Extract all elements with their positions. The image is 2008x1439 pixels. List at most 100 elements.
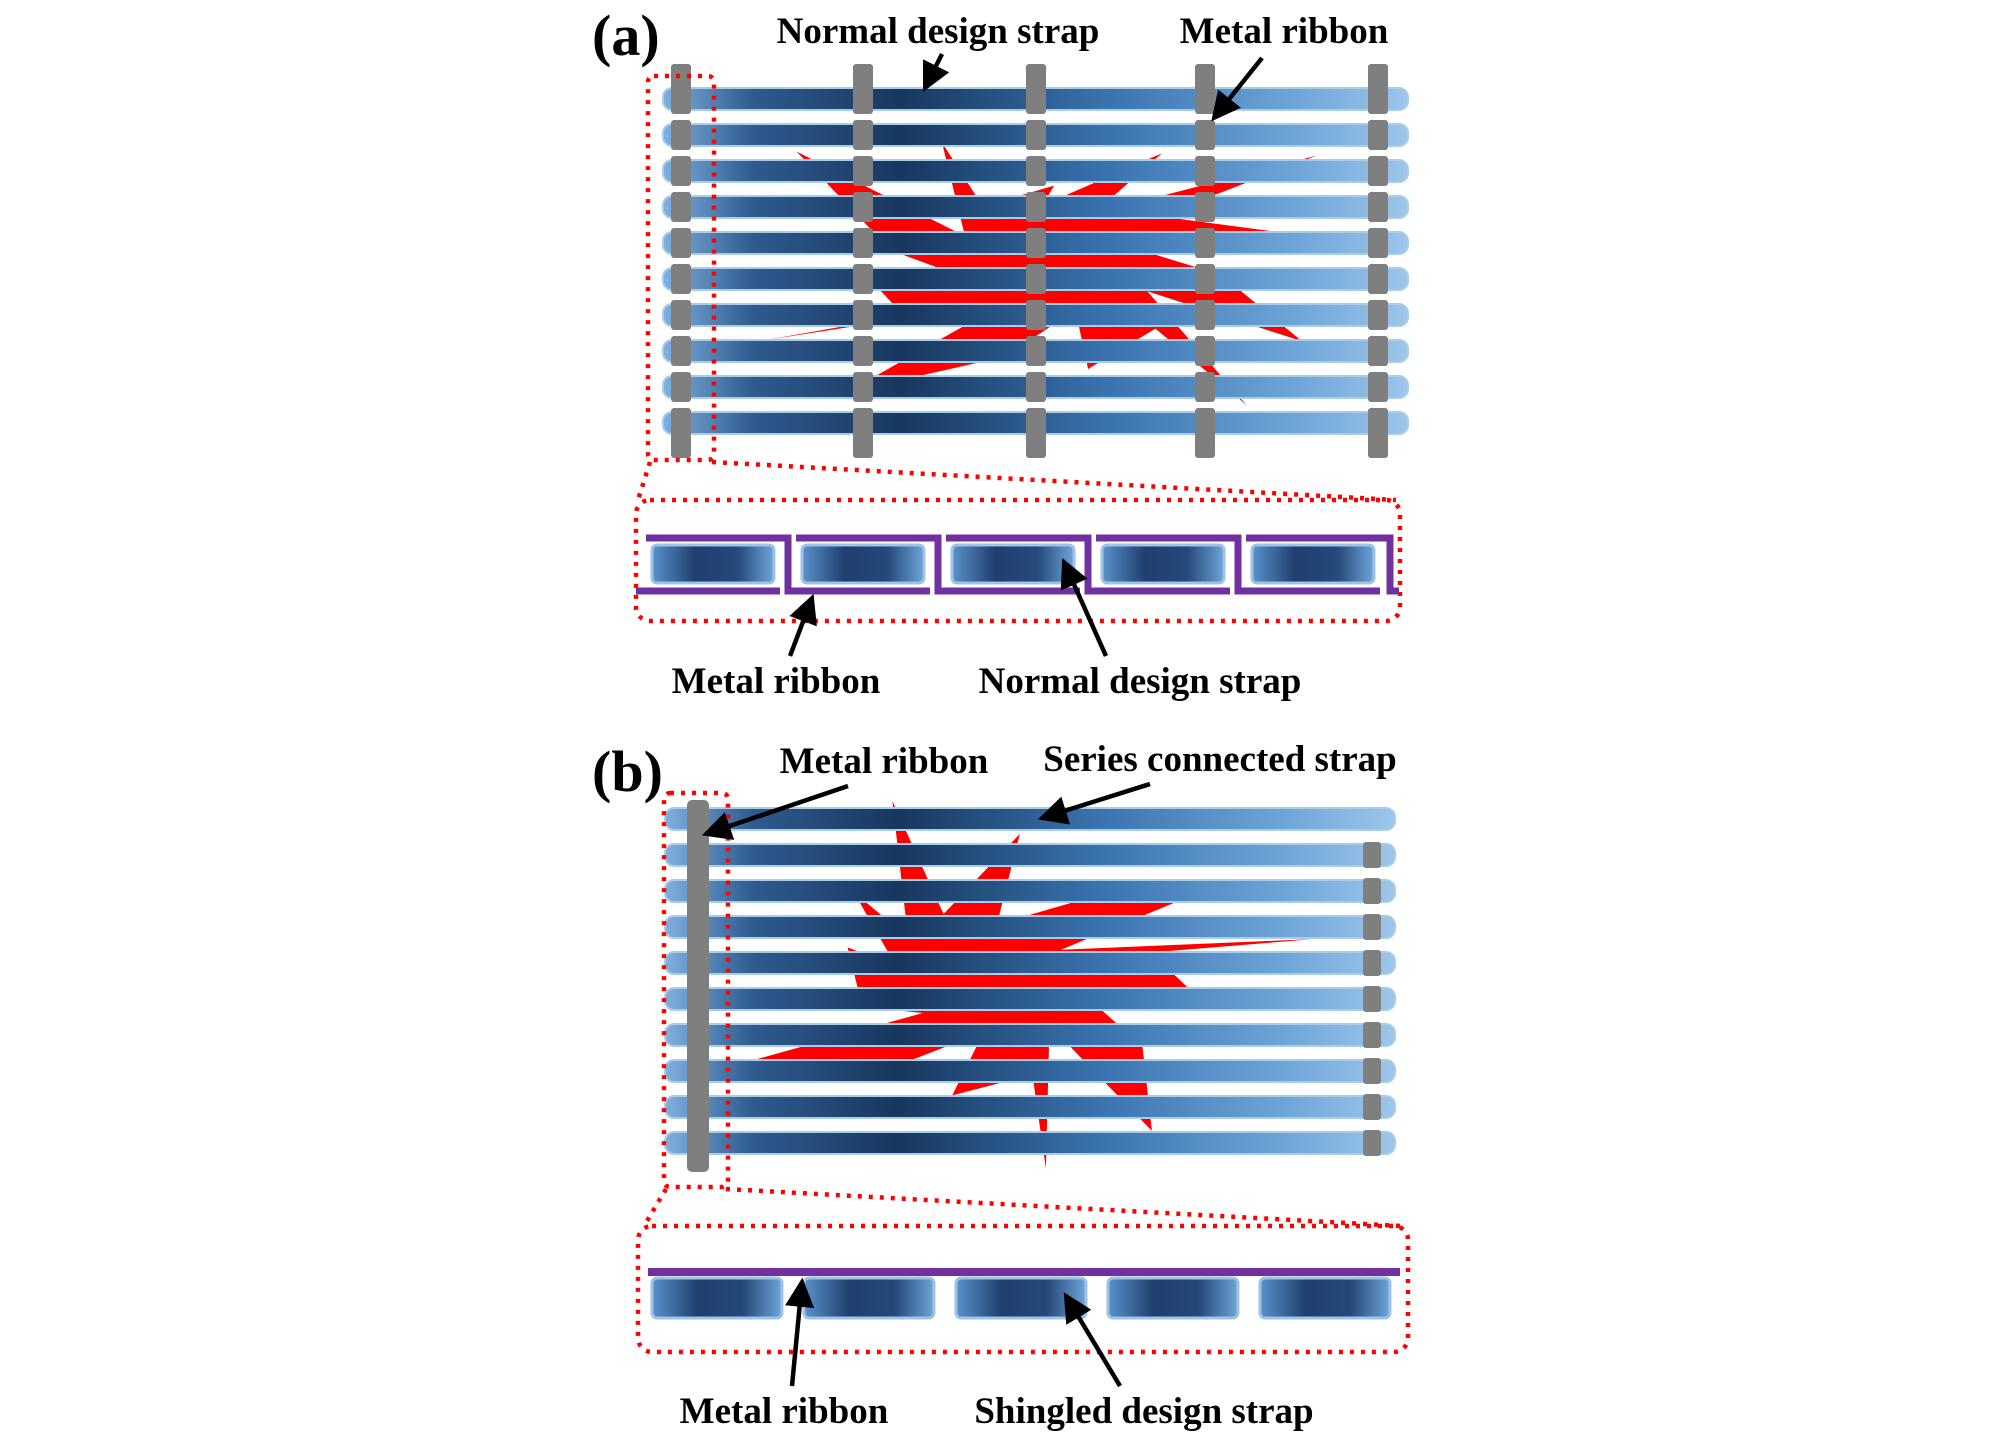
pv-string-strap	[664, 807, 1396, 831]
metal-ribbon-segment	[671, 192, 691, 222]
strap-group-b	[664, 807, 1396, 1155]
callout-rect-a	[645, 73, 717, 463]
arrow-zoom-strap-a	[1060, 557, 1109, 657]
metal-ribbon-segment	[1368, 192, 1388, 222]
panel-a-figure	[633, 52, 1409, 657]
pv-string-strap	[664, 879, 1396, 903]
interconnect-ribbon	[1246, 534, 1399, 595]
interconnect-ribbon	[796, 534, 1080, 595]
arrow-zoom-ribbon-b	[785, 1277, 815, 1387]
metal-ribbon-segment	[1363, 1130, 1381, 1156]
interconnect-ribbon	[946, 534, 1230, 595]
metal-ribbon-segment	[1195, 408, 1215, 458]
metal-ribbon-segment	[1195, 372, 1215, 402]
label-metal-ribbon-b: Metal ribbon	[779, 741, 989, 782]
label-metal-ribbon-a: Metal ribbon	[1179, 11, 1389, 52]
label-series-connected-strap: Series connected strap	[1043, 739, 1397, 780]
metal-ribbon-segment	[1195, 264, 1215, 294]
metal-ribbon-segment	[853, 300, 873, 330]
callout-line	[725, 1186, 1403, 1229]
arrow-metal-ribbon-b	[701, 783, 849, 840]
label-zoom-shingled-strap: Shingled design strap	[974, 1391, 1314, 1432]
solar-cell	[802, 1276, 936, 1320]
metal-ribbon-segment	[1363, 1022, 1381, 1048]
callout-line	[635, 461, 653, 501]
metal-ribbon-segment	[1363, 842, 1381, 868]
metal-ribbon-segment	[1363, 986, 1381, 1012]
metal-ribbon-segment	[671, 336, 691, 366]
solar-cell	[1106, 1276, 1240, 1320]
ribbon-dash-group-b	[1363, 842, 1381, 1156]
metal-ribbon-segment	[1368, 64, 1388, 114]
metal-ribbon-segment	[671, 372, 691, 402]
callout-line	[642, 1187, 668, 1228]
metal-ribbon-segment	[671, 156, 691, 186]
label-normal-design-strap: Normal design strap	[776, 11, 1100, 52]
label-zoom-normal-strap-a: Normal design strap	[978, 661, 1302, 702]
metal-ribbon-segment	[1363, 878, 1381, 904]
metal-ribbon-segment	[671, 264, 691, 294]
metal-ribbon-segment	[853, 192, 873, 222]
label-zoom-metal-ribbon-a: Metal ribbon	[671, 661, 881, 702]
callout-line	[711, 459, 1397, 503]
solar-cell	[650, 1276, 784, 1320]
metal-ribbon-segment	[853, 156, 873, 186]
metal-ribbon-segment	[1026, 336, 1046, 366]
metal-ribbon-segment	[671, 64, 691, 114]
pv-string-strap	[664, 987, 1396, 1011]
interconnect-ribbon	[1096, 534, 1380, 595]
metal-ribbon-segment	[1026, 228, 1046, 258]
metal-ribbon-segment	[1026, 120, 1046, 150]
pv-string-strap	[664, 1095, 1396, 1119]
cell-group-b	[650, 1276, 1392, 1320]
metal-ribbon-segment	[1363, 950, 1381, 976]
metal-ribbon-segment	[1026, 408, 1046, 458]
metal-ribbon-segment	[1368, 264, 1388, 294]
solar-cell	[1250, 543, 1376, 585]
metal-ribbon-segment	[853, 372, 873, 402]
metal-ribbon-segment	[1368, 408, 1388, 458]
pv-string-strap	[664, 1059, 1396, 1083]
metal-ribbon-segment	[1195, 228, 1215, 258]
zoom-box-a	[633, 497, 1403, 624]
solar-cell	[1258, 1276, 1392, 1320]
interconnect-group-a	[636, 534, 1399, 595]
arrow-normal-strap-a	[922, 52, 950, 92]
metal-ribbon-segment	[853, 64, 873, 114]
metal-ribbon-segment	[853, 264, 873, 294]
metal-ribbon-segment	[1368, 228, 1388, 258]
solar-cell	[1100, 543, 1226, 585]
metal-ribbon-segment	[671, 300, 691, 330]
arrow-metal-ribbon-a	[1211, 56, 1264, 122]
metal-ribbon-segment	[1195, 192, 1215, 222]
metal-ribbon-segment	[853, 228, 873, 258]
pv-string-strap	[664, 843, 1396, 867]
metal-ribbon-segment	[1026, 372, 1046, 402]
metal-ribbon-segment	[1195, 336, 1215, 366]
metal-ribbon-segment	[1368, 372, 1388, 402]
metal-ribbon-segment	[1026, 300, 1046, 330]
callout-rect-b	[661, 790, 731, 1190]
ribbon-group-a	[671, 64, 1388, 458]
metal-ribbon-segment	[1363, 914, 1381, 940]
metal-ribbon-segment	[853, 408, 873, 458]
panel-b-tag: (b)	[592, 739, 663, 804]
interconnect-ribbon	[646, 534, 930, 595]
metal-ribbon-thick	[687, 800, 709, 1172]
metal-ribbon-segment	[1368, 300, 1388, 330]
metal-ribbon-segment	[1026, 156, 1046, 186]
cell-group-a	[650, 543, 1376, 585]
arrow-zoom-ribbon-a	[787, 593, 817, 657]
solar-cell	[650, 543, 776, 585]
pv-string-strap	[664, 1023, 1396, 1047]
metal-ribbon-segment	[671, 120, 691, 150]
metal-ribbon-segment	[1368, 336, 1388, 366]
metal-ribbon-segment	[1363, 1058, 1381, 1084]
solar-cell	[950, 543, 1076, 585]
metal-ribbon-segment	[1026, 192, 1046, 222]
metal-ribbon-segment	[1026, 264, 1046, 294]
metal-ribbon-segment	[1026, 64, 1046, 114]
pv-string-strap	[664, 951, 1396, 975]
